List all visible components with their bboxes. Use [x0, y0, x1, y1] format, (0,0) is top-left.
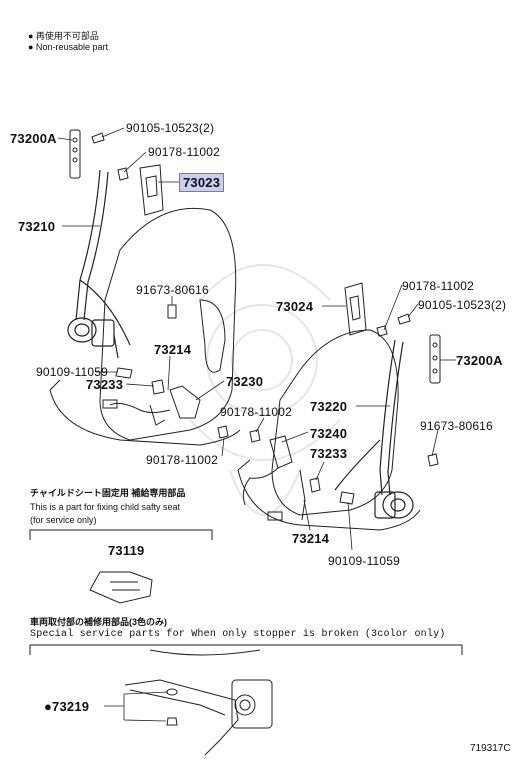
part-label-73024[interactable]: 73024: [276, 299, 314, 314]
right-belt-73220: [334, 339, 414, 519]
bolt-91673-left: [167, 304, 177, 319]
part-label-90178-top[interactable]: 90178-11002: [148, 145, 221, 159]
part-label-91673-left[interactable]: 91673-80616: [136, 283, 209, 297]
part-label-73214-right[interactable]: 73214: [292, 531, 330, 546]
child-seat-note-jp: チャイルドシート固定用 補給専用部品: [30, 488, 186, 498]
part-label-90105-right[interactable]: 90105-10523(2): [418, 298, 507, 312]
part-label-90105-left[interactable]: 90105-10523(2): [126, 121, 215, 135]
part-label-73233-left[interactable]: 73233: [86, 377, 124, 392]
part-label-90109-right[interactable]: 90109-11059: [328, 554, 401, 568]
left-belt-73210: [67, 169, 131, 359]
part-label-73240[interactable]: 73240: [310, 426, 348, 441]
right-seat-outline: [237, 329, 421, 531]
child-seat-note-en2: (for service only): [30, 515, 97, 525]
child-seat-box: [29, 529, 213, 604]
part-label-91673-right[interactable]: 91673-80616: [420, 419, 493, 433]
right-buckle-73240: [242, 429, 439, 521]
part-label-73230[interactable]: 73230: [226, 374, 264, 389]
bolt-90109-left: [115, 367, 133, 379]
diagram-id: 719317C: [470, 743, 511, 754]
part-label-73200A-left[interactable]: 73200A: [10, 131, 57, 146]
watermark-emblem: [189, 264, 341, 516]
child-seat-note-en1: This is a part for fixing child safty se…: [30, 502, 181, 512]
leader-lines: [57, 127, 456, 722]
part-label-90178-bottom-left[interactable]: 90178-11002: [146, 453, 219, 467]
special-parts-bracket: [29, 644, 463, 756]
left-seat-outline: [49, 207, 241, 446]
left-buckle-73230: [102, 379, 229, 439]
part-label-73119[interactable]: 73119: [108, 543, 145, 558]
part-label-73023[interactable]: 73023: [179, 173, 225, 192]
cover-73024: [344, 282, 367, 336]
left-anchor-73200A: [69, 129, 105, 179]
legend-jp: ● 再使用不可部品: [28, 31, 99, 41]
special-note-jp: 車両取付部の補修用部品(3色のみ): [30, 617, 168, 627]
part-label-73214-left[interactable]: 73214: [154, 342, 192, 357]
part-label-73219[interactable]: ●73219: [44, 699, 90, 714]
part-label-73220[interactable]: 73220: [310, 399, 348, 414]
part-label-90178-right[interactable]: 90178-11002: [402, 279, 475, 293]
part-label-90109-left[interactable]: 90109-11059: [36, 365, 109, 379]
part-label-73200A-right[interactable]: 73200A: [456, 353, 503, 368]
legend-en: ● Non-reusable part: [28, 42, 108, 52]
part-label-73233-right[interactable]: 73233: [310, 446, 348, 461]
right-anchor-73200A: [376, 313, 441, 384]
special-note-en: Special service parts for When only stop…: [30, 629, 446, 640]
part-label-73210[interactable]: 73210: [18, 219, 56, 234]
part-label-90178-mid[interactable]: 90178-11002: [220, 405, 293, 419]
cover-73023: [139, 164, 164, 216]
nut-90178-top: [117, 167, 129, 181]
